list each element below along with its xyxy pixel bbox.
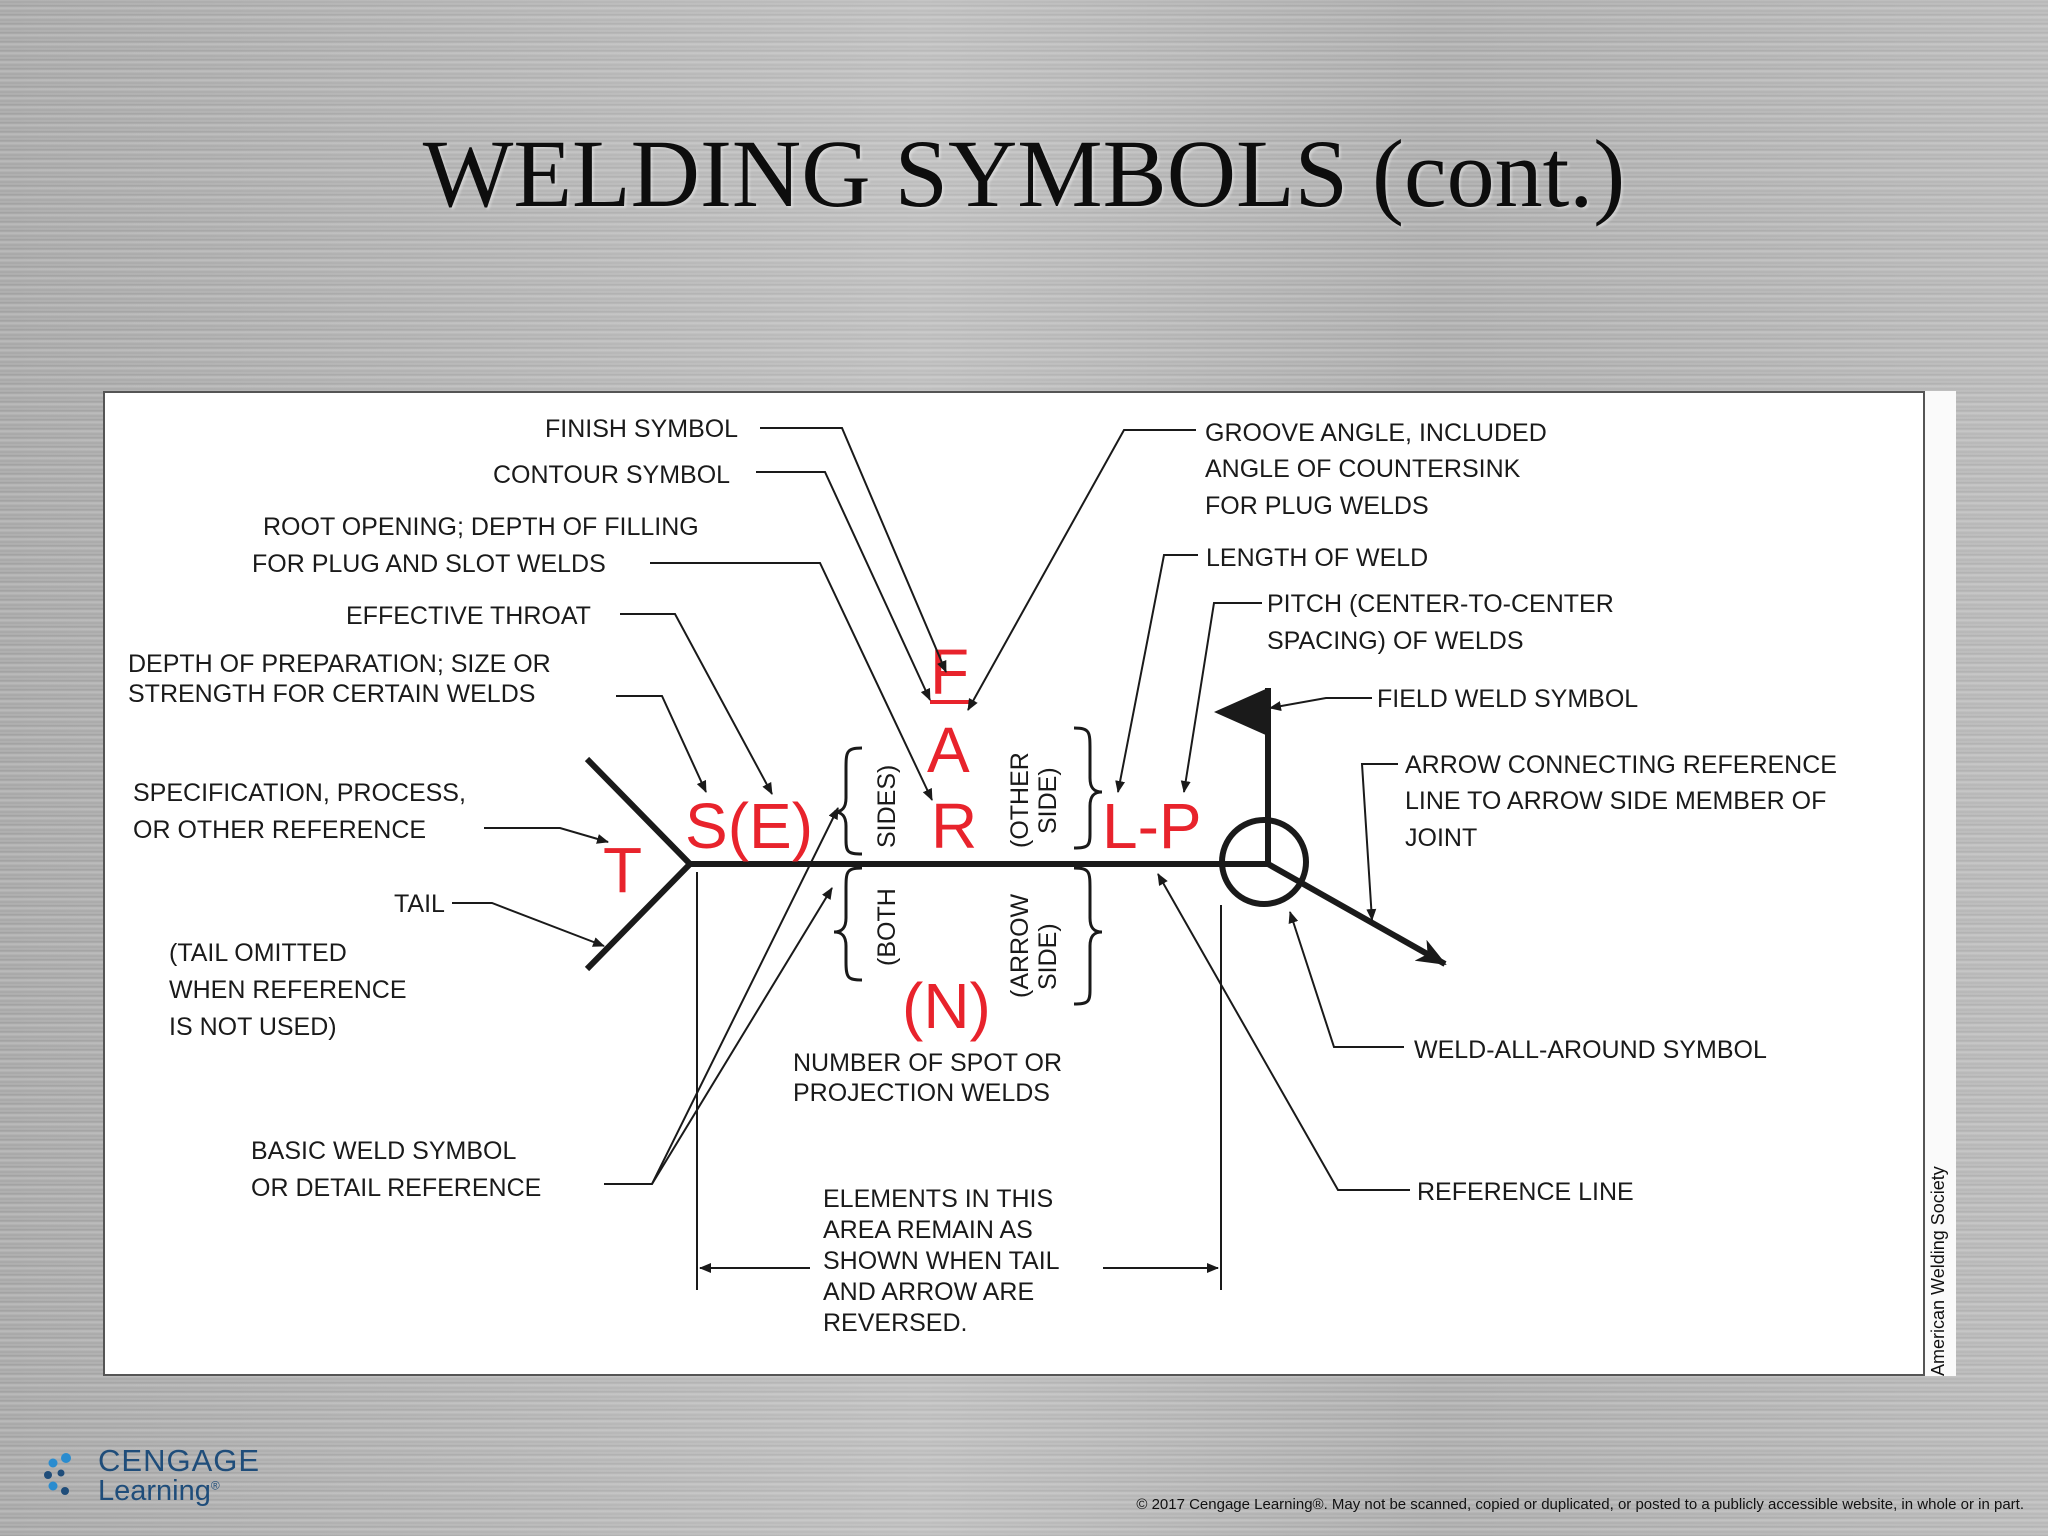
label-pitch-1: PITCH (CENTER-TO-CENTER bbox=[1267, 590, 1614, 618]
label-groove-3: FOR PLUG WELDS bbox=[1205, 492, 1429, 520]
label-arrow-2: LINE TO ARROW SIDE MEMBER OF bbox=[1405, 787, 1826, 815]
reversal-zone-markers bbox=[696, 872, 1222, 1290]
weld-all-around-circle bbox=[1219, 817, 1309, 907]
letter-t: T bbox=[603, 834, 642, 906]
diagram-panel bbox=[103, 391, 1925, 1376]
arrow-line bbox=[1266, 861, 1447, 967]
both-text: (BOTH bbox=[873, 888, 901, 966]
letter-a: A bbox=[927, 714, 970, 786]
other-side-text-2: SIDE) bbox=[1034, 767, 1062, 834]
label-reference-line: REFERENCE LINE bbox=[1417, 1178, 1634, 1206]
label-number-1: NUMBER OF SPOT OR bbox=[793, 1049, 1062, 1077]
label-spec-1: SPECIFICATION, PROCESS, bbox=[133, 779, 466, 807]
label-pitch-2: SPACING) OF WELDS bbox=[1267, 627, 1524, 655]
label-root-1: ROOT OPENING; DEPTH OF FILLING bbox=[263, 513, 699, 541]
copyright-notice: © 2017 Cengage Learning®. May not be sca… bbox=[1136, 1496, 2024, 1513]
label-tail-omitted-1: (TAIL OMITTED bbox=[169, 939, 347, 967]
letter-r: R bbox=[931, 790, 977, 862]
tail-lower bbox=[584, 861, 693, 972]
label-tail-omitted-2: WHEN REFERENCE bbox=[169, 976, 407, 1004]
label-weld-all-around: WELD-ALL-AROUND SYMBOL bbox=[1414, 1036, 1767, 1064]
label-basic-1: BASIC WELD SYMBOL bbox=[251, 1137, 516, 1165]
symbol-letters: F A R S(E) L-P T (N) bbox=[603, 636, 1202, 1042]
braces bbox=[833, 726, 1103, 1006]
arrow-side-text-1: (ARROW bbox=[1006, 893, 1034, 998]
label-elements-1: ELEMENTS IN THIS bbox=[823, 1185, 1053, 1213]
label-groove-2: ANGLE OF COUNTERSINK bbox=[1205, 455, 1521, 483]
label-depth-2: STRENGTH FOR CERTAIN WELDS bbox=[128, 680, 535, 708]
label-length: LENGTH OF WELD bbox=[1206, 544, 1428, 572]
label-field-weld: FIELD WELD SYMBOL bbox=[1377, 685, 1638, 713]
label-finish: FINISH SYMBOL bbox=[545, 415, 738, 443]
label-contour: CONTOUR SYMBOL bbox=[493, 461, 730, 489]
field-flag-icon bbox=[1214, 688, 1268, 736]
logo-text-learning: Learning® bbox=[98, 1475, 220, 1507]
label-elements-4: AND ARROW ARE bbox=[823, 1278, 1034, 1306]
logo-text-cengage: CENGAGE bbox=[98, 1443, 261, 1478]
label-elements-5: REVERSED. bbox=[823, 1309, 967, 1337]
label-basic-2: OR DETAIL REFERENCE bbox=[251, 1174, 541, 1202]
tail-upper bbox=[584, 756, 693, 867]
label-number-2: PROJECTION WELDS bbox=[793, 1079, 1050, 1107]
arrow-side-text-2: SIDE) bbox=[1034, 923, 1062, 990]
label-spec-2: OR OTHER REFERENCE bbox=[133, 816, 426, 844]
label-throat: EFFECTIVE THROAT bbox=[346, 602, 591, 630]
other-side-text-1: (OTHER bbox=[1006, 752, 1034, 848]
leader-lines bbox=[452, 427, 1410, 1191]
label-arrow-3: JOINT bbox=[1405, 824, 1477, 852]
label-tail: TAIL bbox=[394, 890, 445, 918]
letter-lp: L-P bbox=[1102, 790, 1202, 862]
slide-title: WELDING SYMBOLS (cont.) bbox=[422, 120, 1626, 227]
letter-se: S(E) bbox=[685, 790, 813, 862]
diagram-labels: FINISH SYMBOL CONTOUR SYMBOL ROOT OPENIN… bbox=[128, 415, 1837, 1337]
label-elements-3: SHOWN WHEN TAIL bbox=[823, 1247, 1060, 1275]
reference-line-group bbox=[584, 688, 1447, 972]
brace-text: SIDES) (BOTH (OTHER SIDE) (ARROW SIDE) bbox=[873, 752, 1062, 998]
label-groove-1: GROOVE ANGLE, INCLUDED bbox=[1205, 419, 1547, 447]
cengage-mark-icon bbox=[44, 1453, 71, 1495]
label-root-2: FOR PLUG AND SLOT WELDS bbox=[252, 550, 606, 578]
label-arrow-1: ARROW CONNECTING REFERENCE bbox=[1405, 751, 1837, 779]
label-tail-omitted-3: IS NOT USED) bbox=[169, 1013, 337, 1041]
letter-n: (N) bbox=[902, 970, 991, 1042]
label-elements-2: AREA REMAIN AS bbox=[823, 1216, 1033, 1244]
cengage-logo: CENGAGE Learning® bbox=[40, 1443, 260, 1513]
sides-text: SIDES) bbox=[873, 765, 901, 848]
diagram-panel-edge bbox=[1925, 391, 1956, 1376]
label-depth-1: DEPTH OF PREPARATION; SIZE OR bbox=[128, 650, 551, 678]
